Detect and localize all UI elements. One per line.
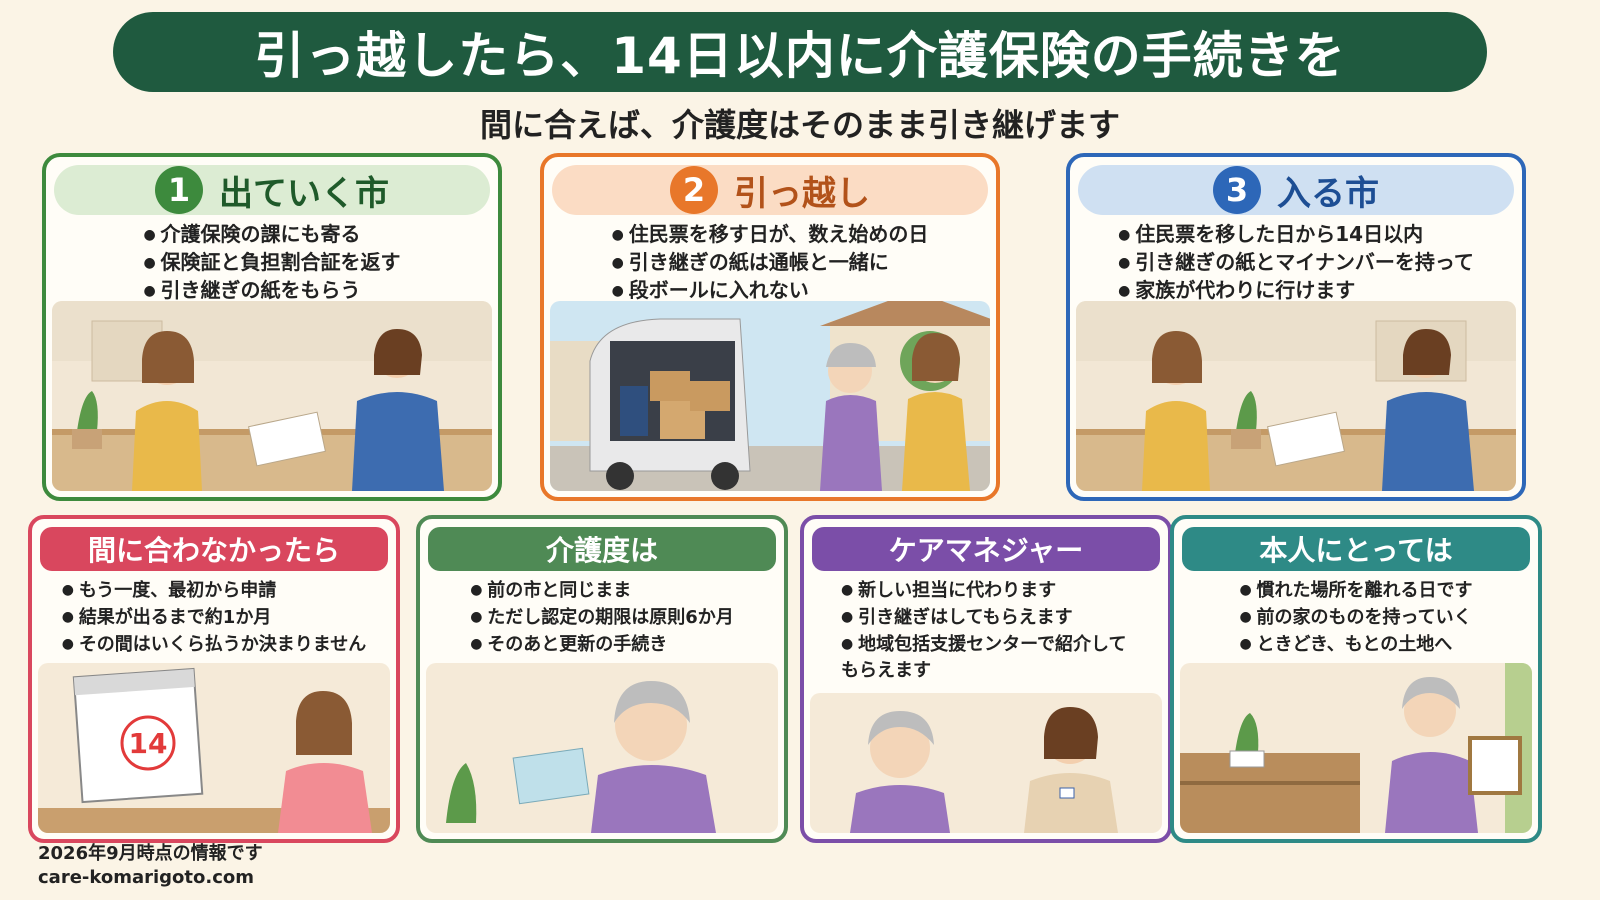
step-3-bullets: 住民票を移した日から14日以内 引き継ぎの紙とマイナンバーを持って 家族が代わり… bbox=[1070, 221, 1522, 305]
step-3-bullet-3: 家族が代わりに行けます bbox=[1118, 277, 1474, 305]
card-care-level-illustration bbox=[426, 663, 778, 833]
step-1-bullet-3: 引き継ぎの紙をもらう bbox=[143, 277, 400, 305]
footer: 2026年9月時点の情報です care-komarigoto.com bbox=[38, 842, 263, 890]
step-1-bullet-2: 保険証と負担割合証を返す bbox=[143, 249, 401, 277]
step-1-bullet-1: 介護保険の課にも寄る bbox=[143, 221, 400, 249]
card-care-manager-bullet-1: 新しい担当に代わります bbox=[841, 577, 1131, 604]
step-1-bullets: 介護保険の課にも寄る 保険証と負担割合証を返す 引き継ぎの紙をもらう bbox=[46, 221, 498, 305]
footer-site-link[interactable]: care-komarigoto.com bbox=[38, 867, 255, 888]
calendar-day-number: 14 bbox=[129, 727, 168, 760]
card-care-level-bullet-1: 前の市と同じまま bbox=[470, 577, 734, 604]
step-1-panel: 1 出ていく市 介護保険の課にも寄る 保険証と負担割合証を返す 引き継ぎの紙をも… bbox=[42, 153, 502, 501]
step-3-bullet-1: 住民票を移した日から14日以内 bbox=[1118, 221, 1474, 249]
card-care-manager-illustration bbox=[810, 693, 1162, 833]
step-2-bullet-2: 引き継ぎの紙は通帳と一緒に bbox=[612, 249, 929, 277]
step-2-label: 引っ越し bbox=[734, 173, 870, 214]
card-late-bullet-1: もう一度、最初から申請 bbox=[62, 577, 367, 604]
card-person-bullet-3: ときどき、もとの土地へ bbox=[1239, 631, 1472, 658]
card-care-level-bullet-2: ただし認定の期限は原則6か月 bbox=[470, 604, 734, 631]
step-2-panel: 2 引っ越し 住民票を移す日が、数え始めの日 引き継ぎの紙は通帳と一緒に 段ボー… bbox=[540, 153, 1000, 501]
page-title: 引っ越したら、14日以内に介護保険の手続きを bbox=[254, 27, 1346, 85]
card-care-manager-bullet-3: 地域包括支援センターで紹介してもらえます bbox=[841, 631, 1131, 684]
card-person-panel: 本人にとっては 慣れた場所を離れる日です 前の家のものを持っていく ときどき、も… bbox=[1170, 515, 1542, 843]
step-3-panel: 3 入る市 住民票を移した日から14日以内 引き継ぎの紙とマイナンバーを持って … bbox=[1066, 153, 1526, 501]
step-3-bullet-2: 引き継ぎの紙とマイナンバーを持って bbox=[1118, 249, 1474, 277]
step-2-illustration bbox=[550, 301, 990, 491]
card-care-manager-header: ケアマネジャー bbox=[812, 527, 1160, 571]
card-person-bullet-2: 前の家のものを持っていく bbox=[1239, 604, 1472, 631]
card-care-manager-bullets: 新しい担当に代わります 引き継ぎはしてもらえます 地域包括支援センターで紹介して… bbox=[804, 577, 1168, 684]
card-late-panel: 間に合わなかったら もう一度、最初から申請 結果が出るまで約1か月 その間はいく… bbox=[28, 515, 400, 843]
card-care-manager-bullet-2: 引き継ぎはしてもらえます bbox=[841, 604, 1131, 631]
card-person-bullets: 慣れた場所を離れる日です 前の家のものを持っていく ときどき、もとの土地へ bbox=[1174, 577, 1538, 658]
step-1-label: 出ていく市 bbox=[219, 173, 389, 214]
card-late-illustration: 14 bbox=[38, 663, 390, 833]
step-2-header: 2 引っ越し bbox=[552, 165, 988, 215]
step-2-number: 2 bbox=[670, 166, 718, 214]
card-person-bullet-1: 慣れた場所を離れる日です bbox=[1239, 577, 1473, 604]
card-care-level-panel: 介護度は 前の市と同じまま ただし認定の期限は原則6か月 そのあと更新の手続き bbox=[416, 515, 788, 843]
card-person-header: 本人にとっては bbox=[1182, 527, 1530, 571]
step-2-bullets: 住民票を移す日が、数え始めの日 引き継ぎの紙は通帳と一緒に 段ボールに入れない bbox=[544, 221, 996, 305]
step-1-number: 1 bbox=[155, 166, 203, 214]
step-1-header: 1 出ていく市 bbox=[54, 165, 490, 215]
card-care-level-header: 介護度は bbox=[428, 527, 776, 571]
step-1-illustration bbox=[52, 301, 492, 491]
step-2-bullet-3: 段ボールに入れない bbox=[612, 277, 929, 305]
card-care-level-bullets: 前の市と同じまま ただし認定の期限は原則6か月 そのあと更新の手続き bbox=[420, 577, 784, 658]
step-2-bullet-1: 住民票を移す日が、数え始めの日 bbox=[612, 221, 929, 249]
step-3-number: 3 bbox=[1213, 166, 1261, 214]
card-late-bullets: もう一度、最初から申請 結果が出るまで約1か月 その間はいくら払うか決まりません bbox=[32, 577, 396, 658]
card-late-bullet-2: 結果が出るまで約1か月 bbox=[62, 604, 367, 631]
card-care-level-bullet-3: そのあと更新の手続き bbox=[470, 631, 734, 658]
card-late-header: 間に合わなかったら bbox=[40, 527, 388, 571]
page-subtitle: 間に合えば、介護度はそのまま引き継げます bbox=[479, 106, 1120, 144]
title-banner: 引っ越したら、14日以内に介護保険の手続きを bbox=[113, 12, 1487, 92]
card-person-illustration bbox=[1180, 663, 1532, 833]
card-care-manager-panel: ケアマネジャー 新しい担当に代わります 引き継ぎはしてもらえます 地域包括支援セ… bbox=[800, 515, 1172, 843]
step-3-illustration bbox=[1076, 301, 1516, 491]
step-3-label: 入る市 bbox=[1277, 173, 1379, 214]
footer-date-note: 2026年9月時点の情報です bbox=[38, 843, 263, 864]
card-late-bullet-3: その間はいくら払うか決まりません bbox=[62, 631, 366, 658]
step-3-header: 3 入る市 bbox=[1078, 165, 1514, 215]
